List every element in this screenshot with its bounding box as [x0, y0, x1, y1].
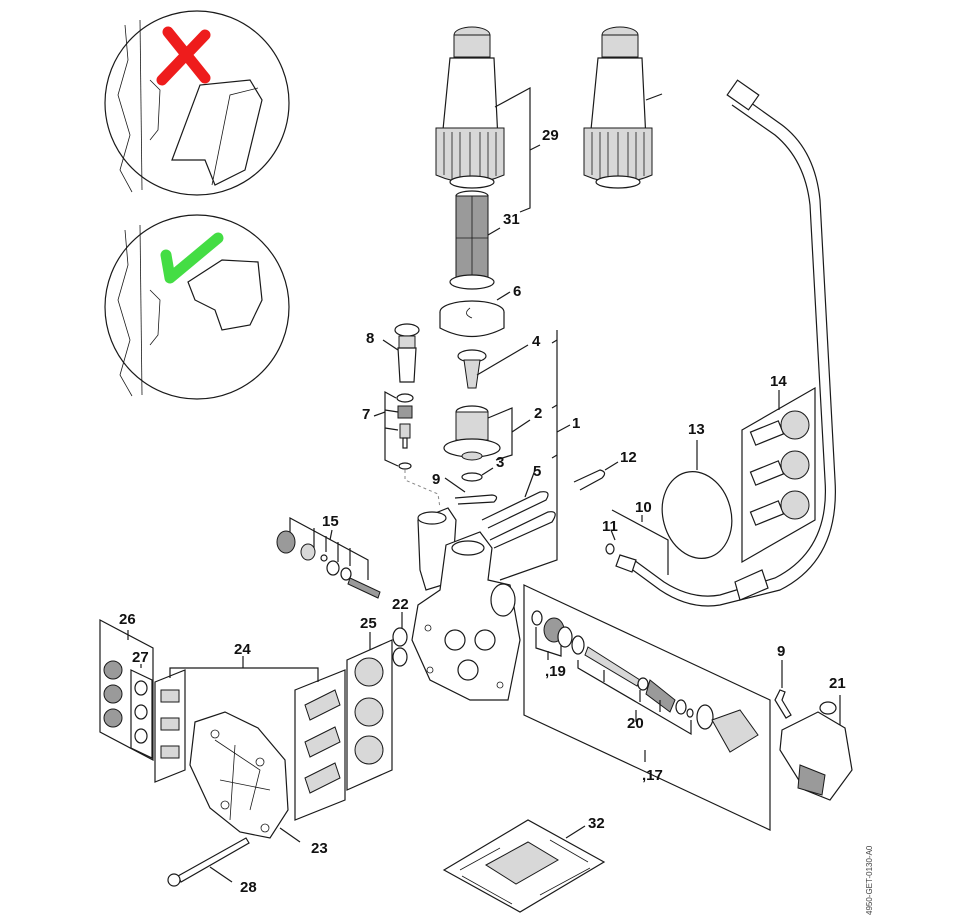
cylinder-head-part: [189, 711, 289, 839]
detergent-valve-part: [394, 323, 420, 383]
callout-24: 24: [234, 641, 251, 658]
callout-17: ,17: [642, 767, 663, 784]
callout-23: 23: [311, 840, 328, 857]
callout-25: 25: [360, 615, 377, 632]
callout-29: 29: [542, 127, 559, 144]
inlet-valve-part: [457, 349, 487, 389]
callout-20: 20: [627, 715, 644, 732]
callout-31: 31: [503, 211, 520, 228]
piston-kit-14: [741, 386, 816, 564]
retaining-clips: [481, 491, 556, 549]
callout-4: 4: [532, 333, 541, 350]
seal-set-25: [346, 639, 393, 791]
large-o-ring-13: [661, 470, 733, 560]
callout-28: 28: [240, 879, 257, 896]
callout-9-bottom: 9: [777, 643, 785, 660]
callout-13: 13: [688, 421, 705, 438]
drawing-code: 4950-GET-0130-A0: [865, 845, 874, 915]
callout-12: 12: [620, 449, 637, 466]
callout-7: 7: [362, 406, 370, 423]
detergent-valve-kit: [396, 393, 414, 470]
inlet-filter-left: [435, 26, 505, 189]
callout-22: 22: [392, 596, 409, 613]
callout-10: 10: [635, 499, 652, 516]
callout-6: 6: [513, 283, 521, 300]
o-ring-3-part: [461, 472, 483, 482]
callout-5: 5: [533, 463, 541, 480]
valve-kit-15: [276, 530, 381, 599]
valve-set-24: [154, 669, 346, 821]
callout-21: 21: [829, 675, 846, 692]
callout-26: 26: [119, 611, 136, 628]
callout-15: 15: [322, 513, 339, 530]
unloader-valve-parts-20: [571, 635, 759, 753]
high-pressure-hose: [629, 79, 836, 607]
seal-kit-32: [442, 819, 606, 913]
clip-12-part: [573, 469, 606, 491]
filter-screen: [449, 190, 495, 290]
plug-set-26: [99, 619, 154, 761]
o-ring-set-27: [130, 669, 153, 759]
wrong-cross-icon: [156, 26, 211, 86]
callout-32: 32: [588, 815, 605, 832]
callout-9-top: 9: [432, 471, 440, 488]
callout-8: 8: [366, 330, 374, 347]
callout-27: 27: [132, 649, 149, 666]
inlet-fitting-part: [443, 405, 501, 461]
pressure-switch-part: [779, 701, 853, 801]
callout-11: 11: [602, 518, 618, 535]
unloader-fitting-19: [531, 610, 573, 648]
clip-9-part: [454, 494, 498, 505]
callout-1: 1: [572, 415, 580, 432]
inlet-filter-right: [583, 26, 663, 189]
install-hint-wrong: [104, 10, 290, 196]
clip-9b-part: [774, 689, 792, 719]
correct-check-icon: [160, 232, 224, 284]
callout-14: 14: [770, 373, 787, 390]
callout-2: 2: [534, 405, 542, 422]
cap-part: [439, 300, 505, 337]
callout-3: 3: [496, 454, 504, 471]
callout-19: ,19: [545, 663, 566, 680]
pump-head-housing: [411, 507, 521, 701]
high-pressure-line-fitting: [605, 543, 637, 573]
screw-part: [167, 837, 250, 887]
install-hint-correct: [104, 214, 290, 400]
o-rings-22-part: [392, 627, 408, 647]
